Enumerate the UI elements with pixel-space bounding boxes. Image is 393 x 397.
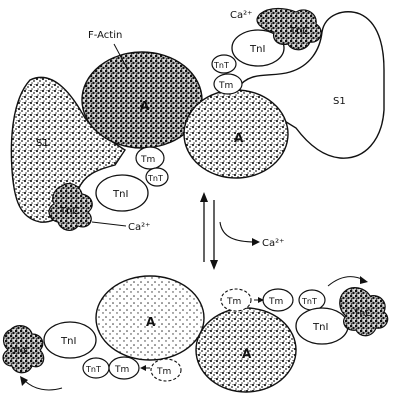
curved-arrowhead-top-right [360, 276, 368, 284]
tm-b1-label: Tm [226, 297, 241, 307]
f-actin-label: F-Actin [88, 30, 122, 41]
curved-arrow-bottom-left [24, 380, 62, 390]
tm-shift-arrowhead-2 [140, 365, 146, 371]
actin-bottom-right-label: A [242, 347, 252, 361]
curved-arrow-top-right [328, 277, 364, 286]
tnc-mid-label: TnC [59, 206, 79, 217]
tnc-br-label: TnC [353, 309, 372, 319]
actin-bottom-left-label: A [146, 315, 156, 329]
arrowhead-up [200, 192, 208, 202]
tm-b3-label: Tm [114, 365, 129, 375]
actin-left-label: A [140, 99, 150, 113]
tni-mid-label: TnI [112, 189, 128, 200]
ca-top-label: Ca²⁺ [230, 10, 252, 21]
tnc-top-label: TnC [289, 26, 309, 37]
arrowhead-down [210, 260, 218, 270]
tnt-mid-label: TnT [147, 174, 163, 183]
tni-top-label: TnI [249, 44, 265, 55]
tni-bl-label: TnI [60, 336, 76, 347]
tni-br-label: TnI [312, 322, 328, 333]
tm-mid-label: Tm [140, 155, 155, 165]
ca-arrow-label: Ca²⁺ [262, 238, 284, 249]
ca-release-arrowhead [252, 238, 260, 246]
tnt-b1-label: TnT [301, 297, 317, 306]
curved-arrowhead-bottom-left [20, 376, 28, 386]
tm-b4-label: Tm [156, 367, 171, 377]
tnt-b2-label: TnT [85, 365, 101, 374]
tm-b2-label: Tm [268, 297, 283, 307]
tnt-top-label: TnT [213, 61, 229, 70]
s1-left-label: S1 [36, 138, 49, 149]
actin-right-label: A [234, 131, 244, 145]
s1-right-label: S1 [333, 96, 346, 107]
ca-release-arrow [220, 222, 256, 242]
ca-mid-label: Ca²⁺ [128, 222, 150, 233]
tnc-bl-label: TnC [11, 347, 30, 357]
ca-mid-leader [92, 222, 126, 226]
tm-top-label: Tm [218, 81, 233, 91]
